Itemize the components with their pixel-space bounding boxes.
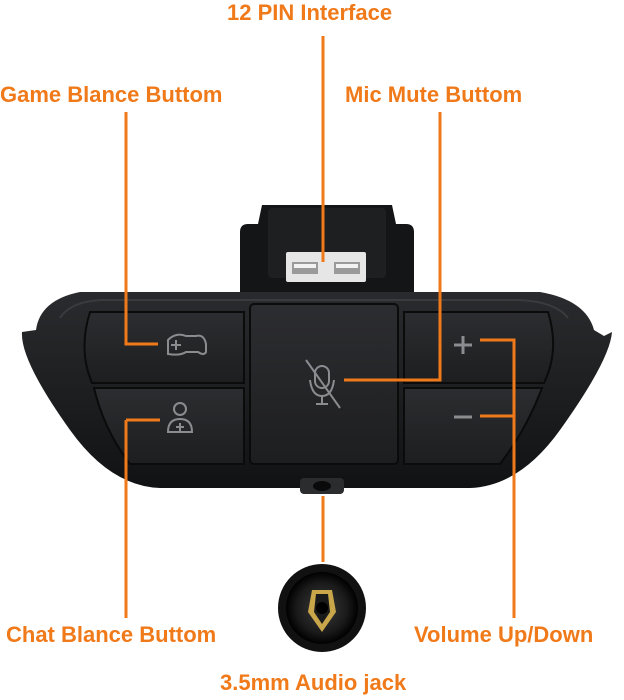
- label-pin-interface: 12 PIN Interface: [227, 0, 393, 25]
- volume-down-button[interactable]: [403, 387, 544, 465]
- leader-lines: [124, 36, 516, 618]
- person-plus-icon: [166, 402, 194, 433]
- game-leader-line: [124, 112, 158, 346]
- plus-icon: [454, 336, 472, 354]
- game-balance-button[interactable]: [83, 311, 245, 384]
- device-jack-socket: [300, 478, 344, 494]
- pin-connector: [240, 205, 414, 295]
- gamepad-plus-icon: [167, 333, 207, 356]
- volume-up-button[interactable]: [403, 311, 555, 384]
- microphone-muted-icon: [305, 359, 341, 409]
- mic-leader-line: [344, 112, 442, 382]
- label-audio-jack: 3.5mm Audio jack: [220, 670, 407, 695]
- chat-leader-line: [124, 418, 160, 618]
- volume-leader-line: [480, 338, 516, 618]
- audio-jack-icon: [278, 564, 366, 652]
- label-mic-mute: Mic Mute Buttom: [345, 82, 523, 107]
- label-volume: Volume Up/Down: [414, 622, 594, 647]
- label-game-balance: Game Blance Buttom: [0, 82, 223, 107]
- label-chat-balance: Chat Blance Buttom: [6, 622, 217, 647]
